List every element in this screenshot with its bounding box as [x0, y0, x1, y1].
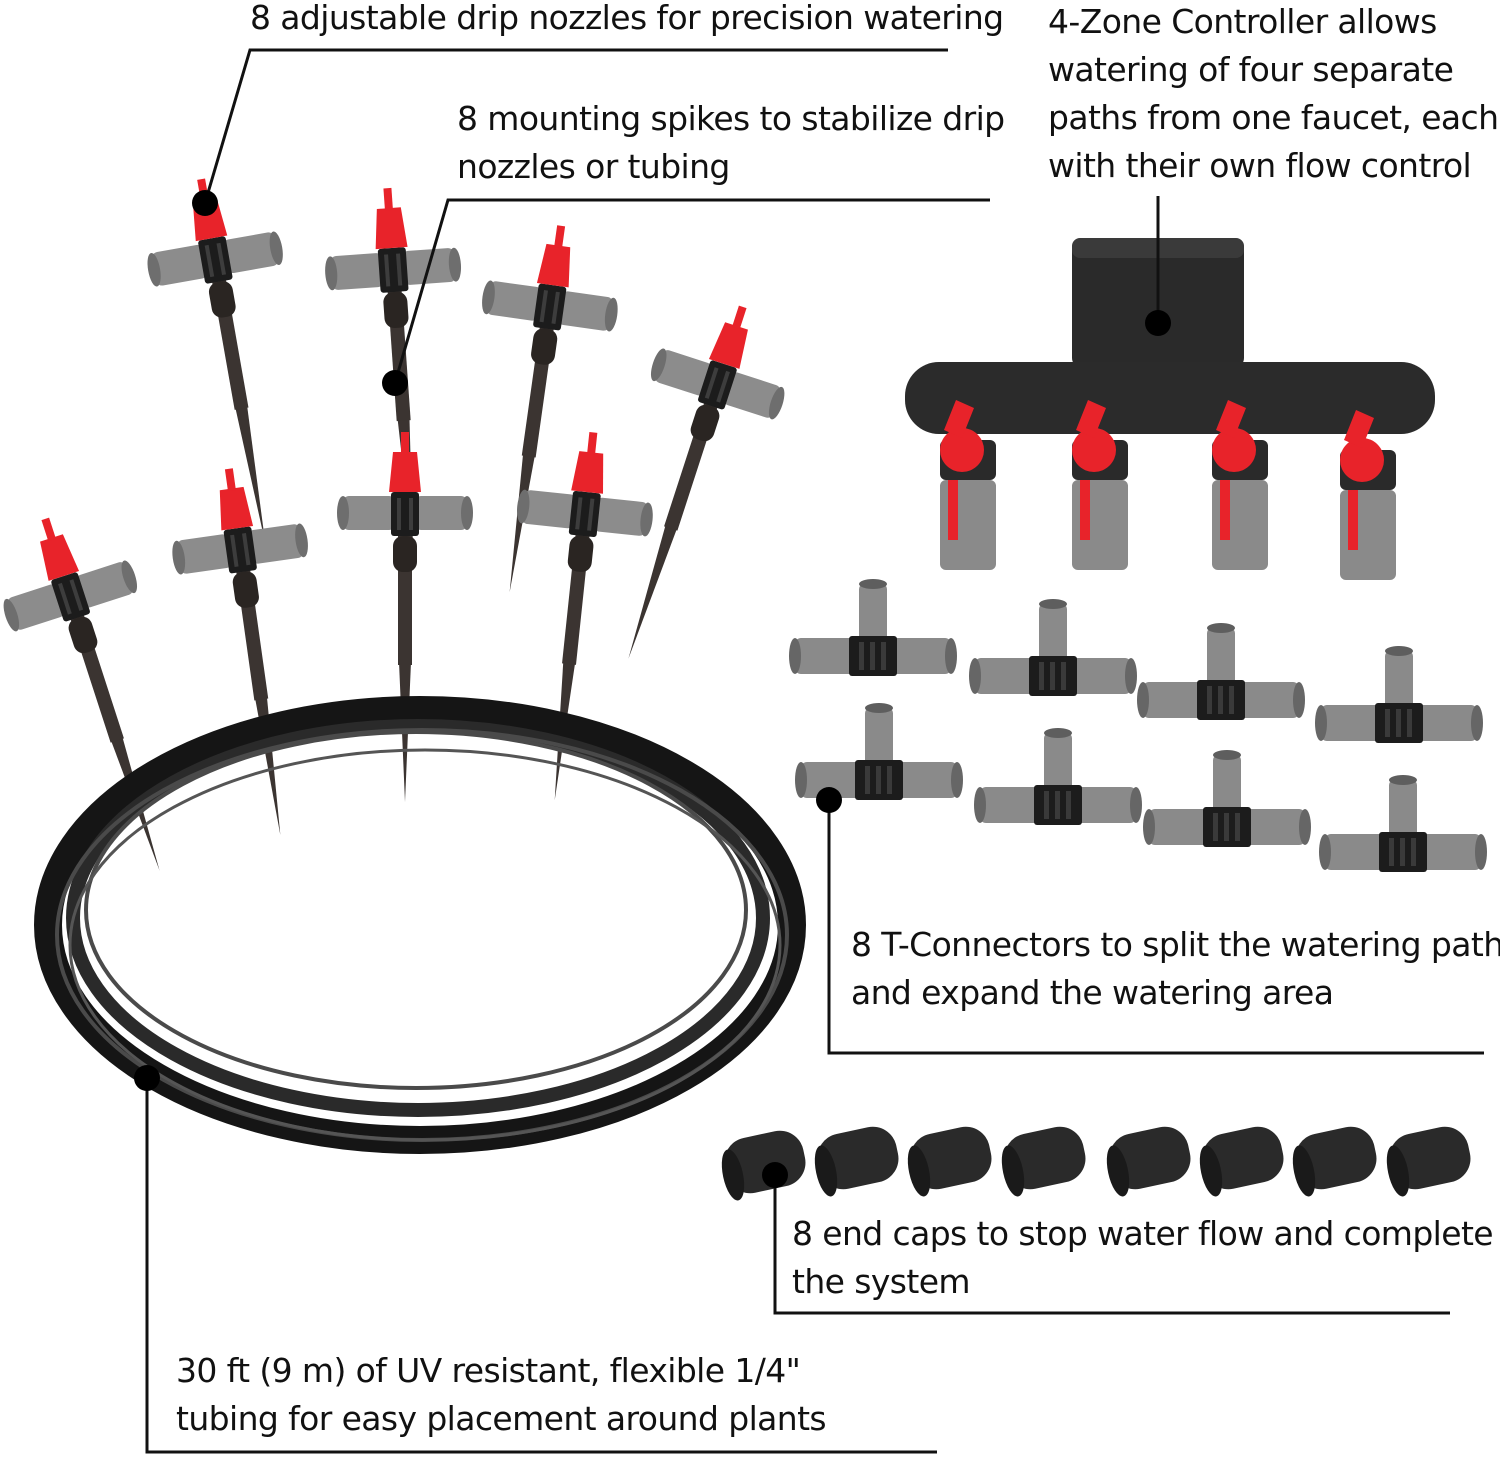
callout-line: 30 ft (9 m) of UV resistant, flexible 1/…	[176, 1351, 801, 1390]
callout-line: 4-Zone Controller allows	[1048, 2, 1437, 41]
callout-markers	[134, 190, 1171, 1188]
callout-end-caps: 8 end caps to stop water flow and comple…	[792, 1210, 1494, 1306]
callout-line: nozzles or tubing	[457, 147, 730, 186]
callout-line: 8 T-Connectors to split the watering pat…	[851, 925, 1500, 964]
zone-controller-icon	[905, 238, 1435, 580]
end-cap-icon	[717, 1122, 1475, 1203]
callout-controller: 4-Zone Controller allows watering of fou…	[1048, 0, 1499, 190]
leader-lines	[145, 48, 1484, 1454]
callout-line: paths from one faucet, each	[1048, 98, 1499, 137]
callout-t-connectors: 8 T-Connectors to split the watering pat…	[851, 921, 1500, 1017]
callout-line: watering of four separate	[1048, 50, 1454, 89]
callout-line: 8 adjustable drip nozzles for precision …	[250, 0, 1004, 37]
tubing-coil-icon	[34, 696, 806, 1154]
callout-line: tubing for easy placement around plants	[176, 1399, 827, 1438]
callout-line: and expand the watering area	[851, 973, 1334, 1012]
callout-drip-nozzles: 8 adjustable drip nozzles for precision …	[250, 0, 1004, 42]
callout-mounting-spikes: 8 mounting spikes to stabilize drip nozz…	[457, 95, 1005, 191]
callout-line: the system	[792, 1262, 971, 1301]
t-connector-icon	[789, 579, 1487, 872]
callout-tubing: 30 ft (9 m) of UV resistant, flexible 1/…	[176, 1347, 827, 1443]
callout-line: 8 end caps to stop water flow and comple…	[792, 1214, 1494, 1253]
callout-line: with their own flow control	[1048, 146, 1472, 185]
drip-nozzle-icon	[134, 167, 808, 680]
callout-line: 8 mounting spikes to stabilize drip	[457, 99, 1005, 138]
